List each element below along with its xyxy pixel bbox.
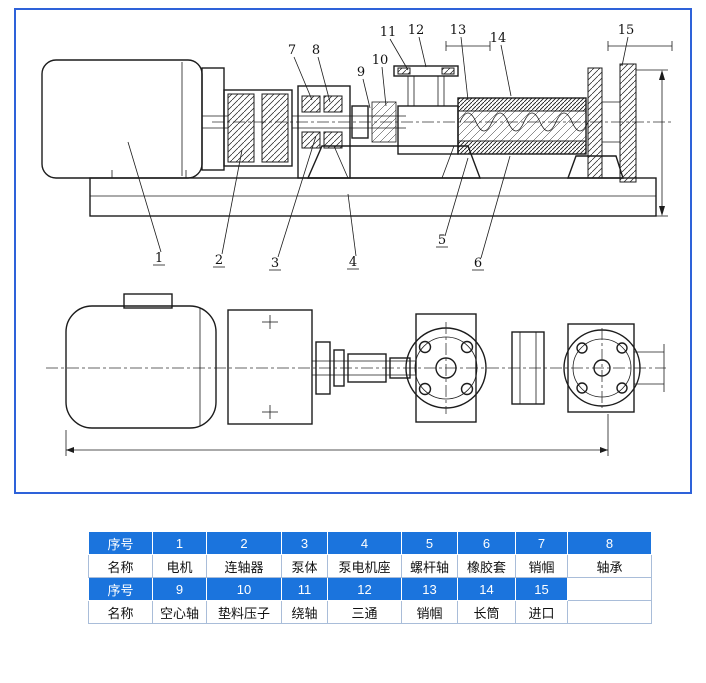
table-cell: 1 xyxy=(152,531,207,555)
table-cell: 销帼 xyxy=(515,554,568,578)
table-cell-empty xyxy=(567,600,652,624)
callout-7: 7 xyxy=(288,43,296,58)
table-cell: 泵体 xyxy=(281,554,328,578)
table-cell: 11 xyxy=(281,577,328,601)
table-cell: 橡胶套 xyxy=(457,554,516,578)
length-dimension xyxy=(65,414,609,456)
table-cell: 电机 xyxy=(152,554,207,578)
screw-barrel xyxy=(457,97,589,155)
table-cell: 5 xyxy=(401,531,458,555)
top-view xyxy=(46,293,666,456)
spacer-plan xyxy=(511,331,545,405)
table-cell: 三通 xyxy=(327,600,402,624)
table-cell: 连轴器 xyxy=(206,554,282,578)
pump-drawing: 7 8 9 10 11 12 13 14 15 1 2 3 4 5 6 xyxy=(41,23,673,456)
table-cell: 3 xyxy=(281,531,328,555)
motor-side xyxy=(41,59,225,179)
height-dimension xyxy=(659,70,665,216)
drawing-frame: 7 8 9 10 11 12 13 14 15 1 2 3 4 5 6 xyxy=(14,8,692,494)
table-cell: 绕轴 xyxy=(281,600,328,624)
motor-plan xyxy=(65,293,217,429)
table-cell: 2 xyxy=(206,531,282,555)
table-cell: 泵电机座 xyxy=(327,554,402,578)
row-label: 序号 xyxy=(88,577,153,601)
row-label: 名称 xyxy=(88,600,153,624)
callout-13: 13 xyxy=(450,23,467,38)
table-cell: 7 xyxy=(515,531,568,555)
table-cell: 12 xyxy=(327,577,402,601)
callout-12: 12 xyxy=(408,23,425,38)
table-cell: 空心轴 xyxy=(152,600,207,624)
callout-1: 1 xyxy=(155,251,163,266)
inlet-tee xyxy=(393,65,459,155)
callout-5: 5 xyxy=(438,233,446,248)
coupling-guard-plan xyxy=(227,309,313,425)
callout-14: 14 xyxy=(490,31,507,46)
packing-gland xyxy=(351,101,397,143)
flange-b-plan xyxy=(563,323,665,413)
callout-4: 4 xyxy=(349,255,357,270)
coupling-side xyxy=(202,89,293,167)
top-dimension-brackets xyxy=(445,41,673,51)
callouts: 7 8 9 10 11 12 13 14 15 1 2 3 4 5 6 xyxy=(153,23,634,271)
base-plate xyxy=(89,145,657,217)
table-cell: 8 xyxy=(567,531,652,555)
shaft-plan xyxy=(312,341,416,395)
table-cell-empty xyxy=(567,577,652,601)
table-cell: 15 xyxy=(515,577,568,601)
callout-2: 2 xyxy=(215,253,223,268)
callout-10: 10 xyxy=(372,53,389,68)
table-cell: 14 xyxy=(457,577,516,601)
parts-table: 序号 1 2 3 4 5 6 7 8 名称 电机 连轴器 泵体 泵电机座 螺杆轴… xyxy=(88,531,652,624)
callout-15: 15 xyxy=(618,23,635,38)
callout-3: 3 xyxy=(271,256,279,271)
table-cell: 6 xyxy=(457,531,516,555)
row-label: 名称 xyxy=(88,554,153,578)
table-cell: 进口 xyxy=(515,600,568,624)
flange-a-plan xyxy=(405,313,487,423)
row-label: 序号 xyxy=(88,531,153,555)
table-cell: 垫料压子 xyxy=(206,600,282,624)
leader-lines xyxy=(127,36,629,259)
callout-8: 8 xyxy=(312,43,320,58)
outlet-flange xyxy=(587,63,668,217)
table-cell: 螺杆轴 xyxy=(401,554,458,578)
callout-9: 9 xyxy=(357,65,365,80)
table-row-index-2: 序号 9 10 11 12 13 14 15 xyxy=(88,577,652,601)
callout-11: 11 xyxy=(380,25,397,40)
table-cell: 10 xyxy=(206,577,282,601)
table-cell: 13 xyxy=(401,577,458,601)
side-view: 7 8 9 10 11 12 13 14 15 1 2 3 4 5 6 xyxy=(41,23,673,271)
table-row-index-1: 序号 1 2 3 4 5 6 7 8 xyxy=(88,531,652,555)
table-row-name-1: 名称 电机 连轴器 泵体 泵电机座 螺杆轴 橡胶套 销帼 轴承 xyxy=(88,554,652,578)
table-cell: 长筒 xyxy=(457,600,516,624)
callout-6: 6 xyxy=(474,256,482,271)
table-row-name-2: 名称 空心轴 垫料压子 绕轴 三通 销帼 长筒 进口 xyxy=(88,600,652,624)
table-cell: 4 xyxy=(327,531,402,555)
table-cell: 9 xyxy=(152,577,207,601)
table-cell: 销帼 xyxy=(401,600,458,624)
table-cell: 轴承 xyxy=(567,554,652,578)
